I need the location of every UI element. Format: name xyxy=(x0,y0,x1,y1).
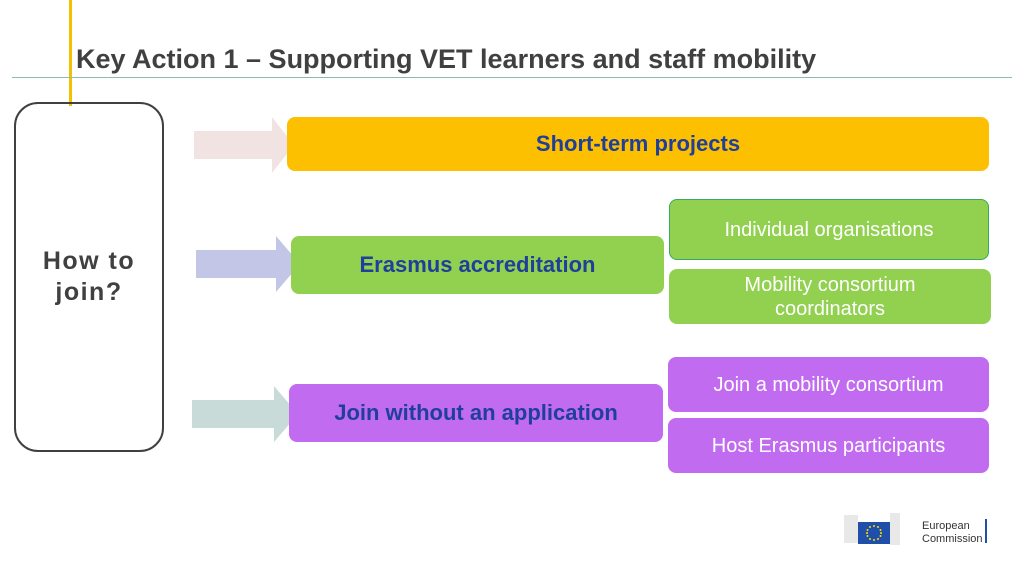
logo-text-line2: Commission xyxy=(922,533,983,546)
join-mobility-consortium-box: Join a mobility consortium xyxy=(668,357,989,412)
individual-organisations-box: Individual organisations xyxy=(669,199,989,260)
accent-vertical-line xyxy=(69,0,72,106)
join-without-application-box: Join without an application xyxy=(289,384,663,442)
logo-text-line1: European xyxy=(922,520,970,532)
european-commission-logo: European Commission xyxy=(842,507,992,547)
erasmus-accreditation-box: Erasmus accreditation xyxy=(291,236,664,294)
how-to-join-box: How to join? xyxy=(14,102,164,452)
sub-label: Mobility consortium coordinators xyxy=(744,273,916,320)
arrow-icon xyxy=(194,117,294,173)
arrow-icon xyxy=(192,386,298,442)
sub-label: Individual organisations xyxy=(724,218,934,241)
short-term-projects-box: Short-term projects xyxy=(287,117,989,171)
slide-title: Key Action 1 – Supporting VET learners a… xyxy=(76,44,817,74)
logo-divider xyxy=(985,519,987,543)
sub-label: Host Erasmus participants xyxy=(711,434,946,457)
mobility-consortium-coordinators-box: Mobility consortium coordinators xyxy=(669,269,991,324)
erasmus-accreditation-label: Erasmus accreditation xyxy=(359,252,596,277)
arrow-icon xyxy=(196,236,300,292)
short-term-projects-label: Short-term projects xyxy=(535,131,741,156)
title-underline xyxy=(12,77,1012,78)
join-without-application-label: Join without an application xyxy=(334,400,618,425)
sub-label: Join a mobility consortium xyxy=(713,373,944,396)
how-to-join-label: How to join? xyxy=(42,246,136,306)
eu-flag-icon xyxy=(844,513,900,545)
host-erasmus-participants-box: Host Erasmus participants xyxy=(668,418,989,473)
